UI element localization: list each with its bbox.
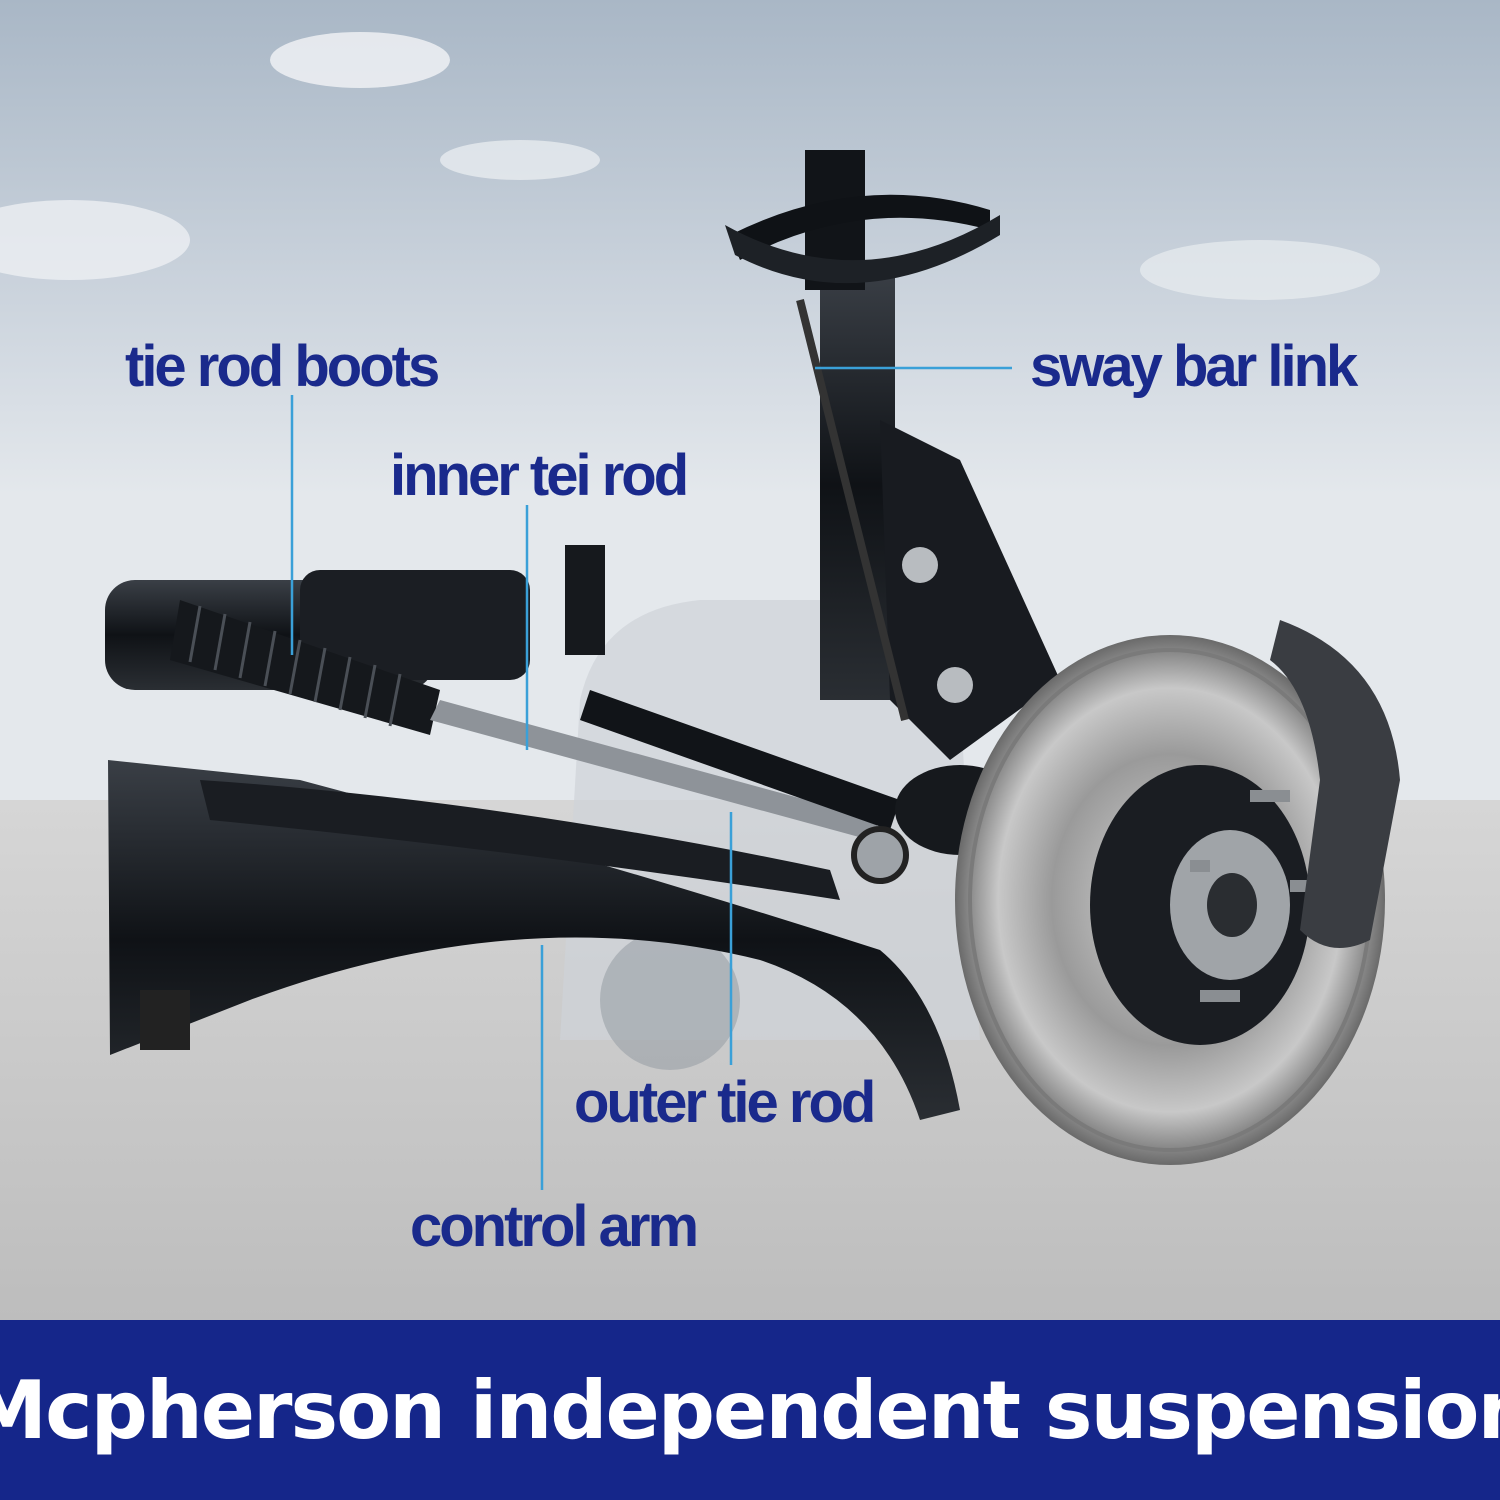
tie-rod-boot — [170, 600, 440, 735]
sway-bar — [580, 690, 900, 830]
brake-disc — [955, 635, 1385, 1165]
inner-tie-rod — [430, 700, 880, 840]
rack-housing — [300, 570, 530, 680]
sway-bar-link — [796, 299, 909, 721]
cloud — [270, 32, 450, 88]
cloud — [0, 200, 190, 280]
label-outer-tie-rod: outer tie rod — [574, 1070, 876, 1135]
suspension-illustration: tie rod boots inner tei rod sway bar lin… — [0, 0, 1500, 1320]
leader-lines — [290, 366, 1012, 1190]
brake-caliper — [1270, 620, 1400, 948]
coil-spring — [730, 194, 990, 260]
knuckle — [880, 420, 1060, 760]
background-car-wheel — [600, 930, 740, 1070]
cloud — [1140, 240, 1380, 300]
label-tie-rod-boots: tie rod boots — [125, 334, 440, 399]
label-sway-bar-link: sway bar link — [1030, 334, 1358, 399]
title-banner: Mcpherson independent suspension — [0, 1320, 1500, 1500]
coil-spring-seat — [725, 215, 1000, 284]
label-control-arm: control arm — [410, 1194, 699, 1259]
suspension-drawing — [0, 0, 1500, 1320]
knuckle-bolt — [902, 547, 938, 583]
control-arm-shape — [200, 780, 840, 900]
subframe-mount — [140, 990, 190, 1050]
cloud — [440, 140, 600, 180]
outer-tie-rod-end — [851, 826, 909, 884]
label-inner-tie-rod: inner tei rod — [390, 443, 689, 508]
banner-title: Mcpherson independent suspension — [0, 1363, 1500, 1457]
knuckle-bolt — [937, 667, 973, 703]
subframe — [108, 760, 960, 1120]
rack-pinion — [565, 545, 605, 655]
